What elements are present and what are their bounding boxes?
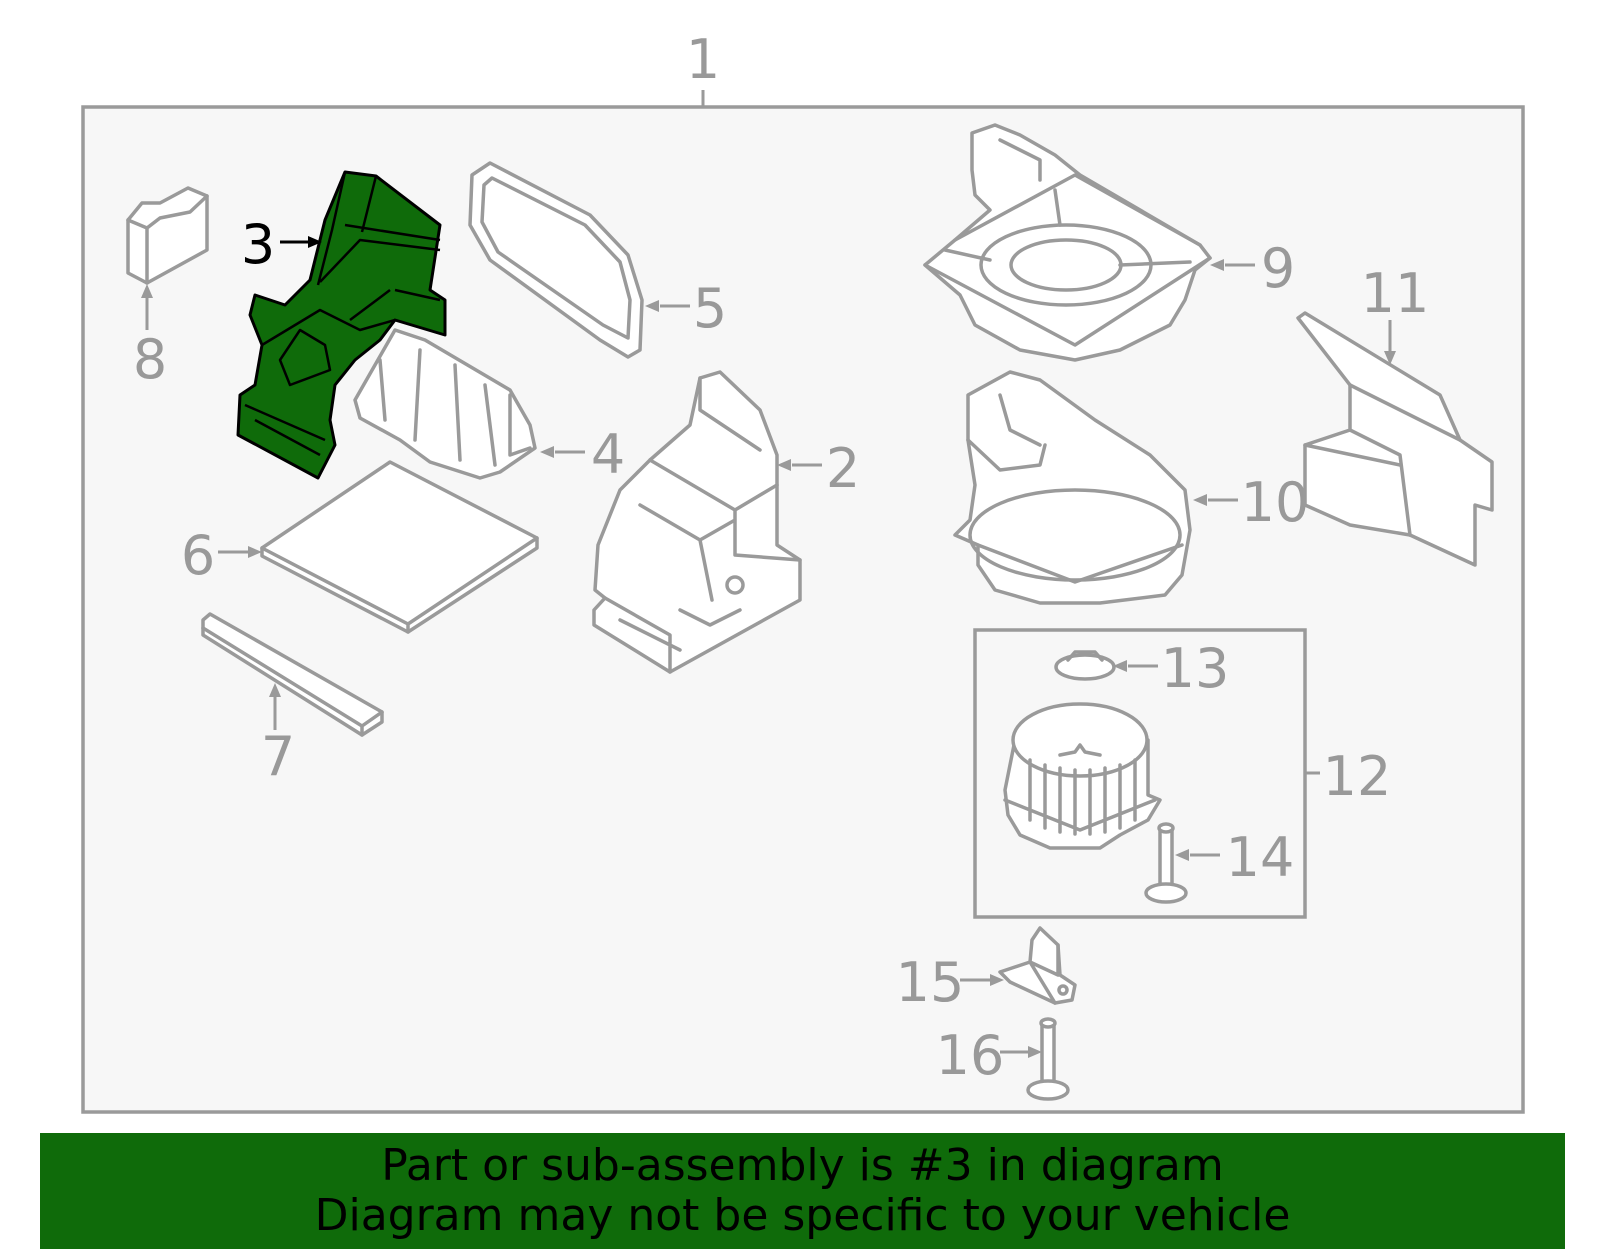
callout-12[interactable]: 12 xyxy=(1323,745,1392,808)
info-banner: Part or sub-assembly is #3 in diagram Di… xyxy=(40,1133,1565,1249)
callout-4[interactable]: 4 xyxy=(591,423,625,486)
part-4[interactable] xyxy=(353,328,537,480)
part-6[interactable] xyxy=(260,460,539,634)
arrow-6 xyxy=(248,546,262,558)
arrow-3 xyxy=(308,236,322,248)
part-9[interactable] xyxy=(923,123,1212,362)
assembly-frame xyxy=(81,105,1525,1114)
part-13[interactable] xyxy=(1054,650,1116,681)
part-2[interactable] xyxy=(592,370,802,674)
callout-6[interactable]: 6 xyxy=(181,524,215,587)
part-7[interactable] xyxy=(201,612,384,737)
arrow-2 xyxy=(777,459,791,471)
callout-7[interactable]: 7 xyxy=(261,725,295,788)
arrow-5 xyxy=(645,300,659,312)
blower-motor[interactable] xyxy=(1003,702,1162,850)
arrow-13 xyxy=(1113,660,1127,672)
part-11[interactable] xyxy=(1296,311,1494,567)
part-14[interactable] xyxy=(1144,822,1188,904)
callout-1[interactable]: 1 xyxy=(686,28,720,91)
callout-16[interactable]: 16 xyxy=(936,1024,1005,1087)
callout-10[interactable]: 10 xyxy=(1241,471,1310,534)
arrow-15 xyxy=(990,974,1004,986)
callout-13[interactable]: 13 xyxy=(1161,637,1230,700)
part-15[interactable] xyxy=(998,926,1077,1005)
callout-3[interactable]: 3 xyxy=(241,213,275,276)
part-16[interactable] xyxy=(1026,1017,1070,1101)
arrow-11 xyxy=(1384,351,1396,365)
callout-11[interactable]: 11 xyxy=(1361,262,1430,325)
arrow-9 xyxy=(1210,259,1224,271)
callout-15[interactable]: 15 xyxy=(896,951,965,1014)
callout-14[interactable]: 14 xyxy=(1226,826,1295,889)
arrow-8 xyxy=(141,284,153,298)
part-10[interactable] xyxy=(953,370,1192,605)
callout-5[interactable]: 5 xyxy=(693,277,727,340)
part-3-highlighted[interactable] xyxy=(236,170,447,480)
banner-line-2: Diagram may not be specific to your vehi… xyxy=(314,1190,1291,1241)
arrow-14 xyxy=(1175,849,1189,861)
part-5[interactable] xyxy=(468,161,644,359)
banner-line-1: Part or sub-assembly is #3 in diagram xyxy=(381,1140,1224,1191)
callout-2[interactable]: 2 xyxy=(826,437,860,500)
part-8[interactable] xyxy=(126,186,209,285)
arrow-4 xyxy=(540,446,554,458)
arrow-10 xyxy=(1193,494,1207,506)
arrow-7 xyxy=(269,683,281,697)
callout-9[interactable]: 9 xyxy=(1261,237,1295,300)
callout-8[interactable]: 8 xyxy=(133,328,167,391)
arrow-16 xyxy=(1028,1046,1042,1058)
